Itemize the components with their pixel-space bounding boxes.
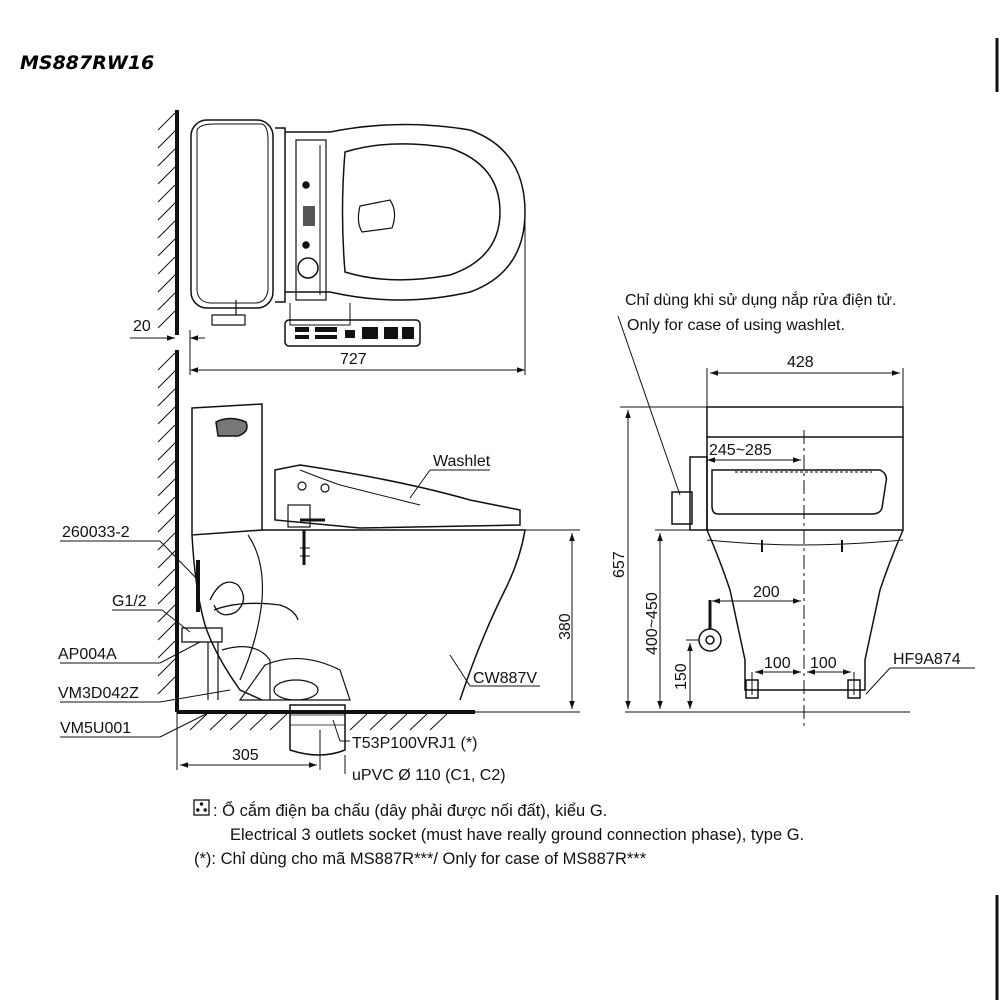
front-callout-lines xyxy=(617,315,975,695)
dim-rough-in xyxy=(176,712,321,770)
label-washlet: Washlet xyxy=(433,453,491,470)
dim-total-length xyxy=(190,215,526,375)
note-socket-vi: : Ổ cắm điện ba chấu (dây phải được nối … xyxy=(213,802,608,820)
dim-supply-offset-label: 200 xyxy=(753,584,780,601)
socket-icon xyxy=(193,799,210,816)
stop-valve-side xyxy=(181,627,223,643)
dim-seat-height xyxy=(475,529,580,713)
dim-wall-gap xyxy=(130,330,205,375)
top-view xyxy=(190,119,526,347)
supply-valve-top xyxy=(297,257,319,279)
dim-outlet-height xyxy=(686,639,699,709)
bowl-side xyxy=(262,529,526,701)
washlet-note-vi: Chỉ dùng khi sử dụng nắp rửa điện tử. xyxy=(625,290,896,309)
label-bowl: CW887V xyxy=(473,670,537,687)
supply-hose-loop xyxy=(209,581,245,616)
supply-outlet-front xyxy=(698,628,722,652)
dim-total-length-label: 727 xyxy=(340,351,367,368)
label-flange: VM5U001 xyxy=(60,720,131,737)
dim-bolt-left-label: 100 xyxy=(764,655,791,672)
dim-outlet-height-label: 150 xyxy=(673,663,690,690)
connector-block xyxy=(303,206,315,226)
label-supply-hose: VM3D042Z xyxy=(58,685,139,702)
socket-box xyxy=(671,491,693,525)
dim-supply-height-label: 400~450 xyxy=(644,592,661,655)
wall-top-view xyxy=(157,110,179,335)
seat-front xyxy=(711,469,888,515)
drain-pipe xyxy=(289,704,346,756)
washlet-seat-side xyxy=(274,464,521,529)
stop-valve-top xyxy=(211,300,246,326)
dim-supply-height xyxy=(655,529,707,709)
flush-button xyxy=(215,417,248,437)
label-stop-valve: AP004A xyxy=(58,646,117,663)
dim-total-width xyxy=(706,368,904,407)
control-unit-top xyxy=(295,139,327,301)
tank-bottom-curve xyxy=(191,534,263,701)
tank-front xyxy=(706,406,904,438)
model-title: MS887RW16 xyxy=(20,52,155,74)
washlet-note-en: Only for case of using washlet. xyxy=(627,317,845,334)
outlet-flange-side xyxy=(238,657,351,701)
dim-seat-height-label: 380 xyxy=(557,613,574,640)
dim-total-width-label: 428 xyxy=(787,354,814,371)
dim-washlet-mount-label: 245~285 xyxy=(709,442,772,459)
tank-lid-outline xyxy=(196,123,269,304)
label-inlet: G1/2 xyxy=(112,593,147,610)
dim-rough-in-label: 305 xyxy=(232,747,259,764)
label-fill-valve: 260033-2 xyxy=(62,524,130,541)
label-pipe: uPVC Ø 110 (C1, C2) xyxy=(352,767,506,784)
bowl-front xyxy=(706,529,904,691)
hinge-block xyxy=(275,127,286,303)
wall-side-view xyxy=(157,350,475,731)
label-bolt-cap: HF9A874 xyxy=(893,651,961,668)
seat-outline xyxy=(285,123,526,301)
front-view xyxy=(671,406,904,699)
dim-bolt-spacing xyxy=(751,669,855,695)
side-view xyxy=(181,403,526,756)
bowl-opening xyxy=(341,143,501,281)
dim-bolt-right-label: 100 xyxy=(810,655,837,672)
note-socket-en: Electrical 3 outlets socket (must have r… xyxy=(230,826,805,844)
note-asterisk: (*): Chỉ dùng cho mã MS887R***/ Only for… xyxy=(194,850,647,868)
tank-top xyxy=(190,119,274,309)
dim-wall-gap-label: 20 xyxy=(133,318,151,335)
side-callout-lines xyxy=(60,469,540,774)
remote-panel xyxy=(284,319,421,347)
dim-total-height-label: 657 xyxy=(611,551,628,578)
label-adapter: T53P100VRJ1 (*) xyxy=(352,735,477,752)
nozzle-cover xyxy=(357,199,396,233)
dim-total-height xyxy=(620,406,707,709)
